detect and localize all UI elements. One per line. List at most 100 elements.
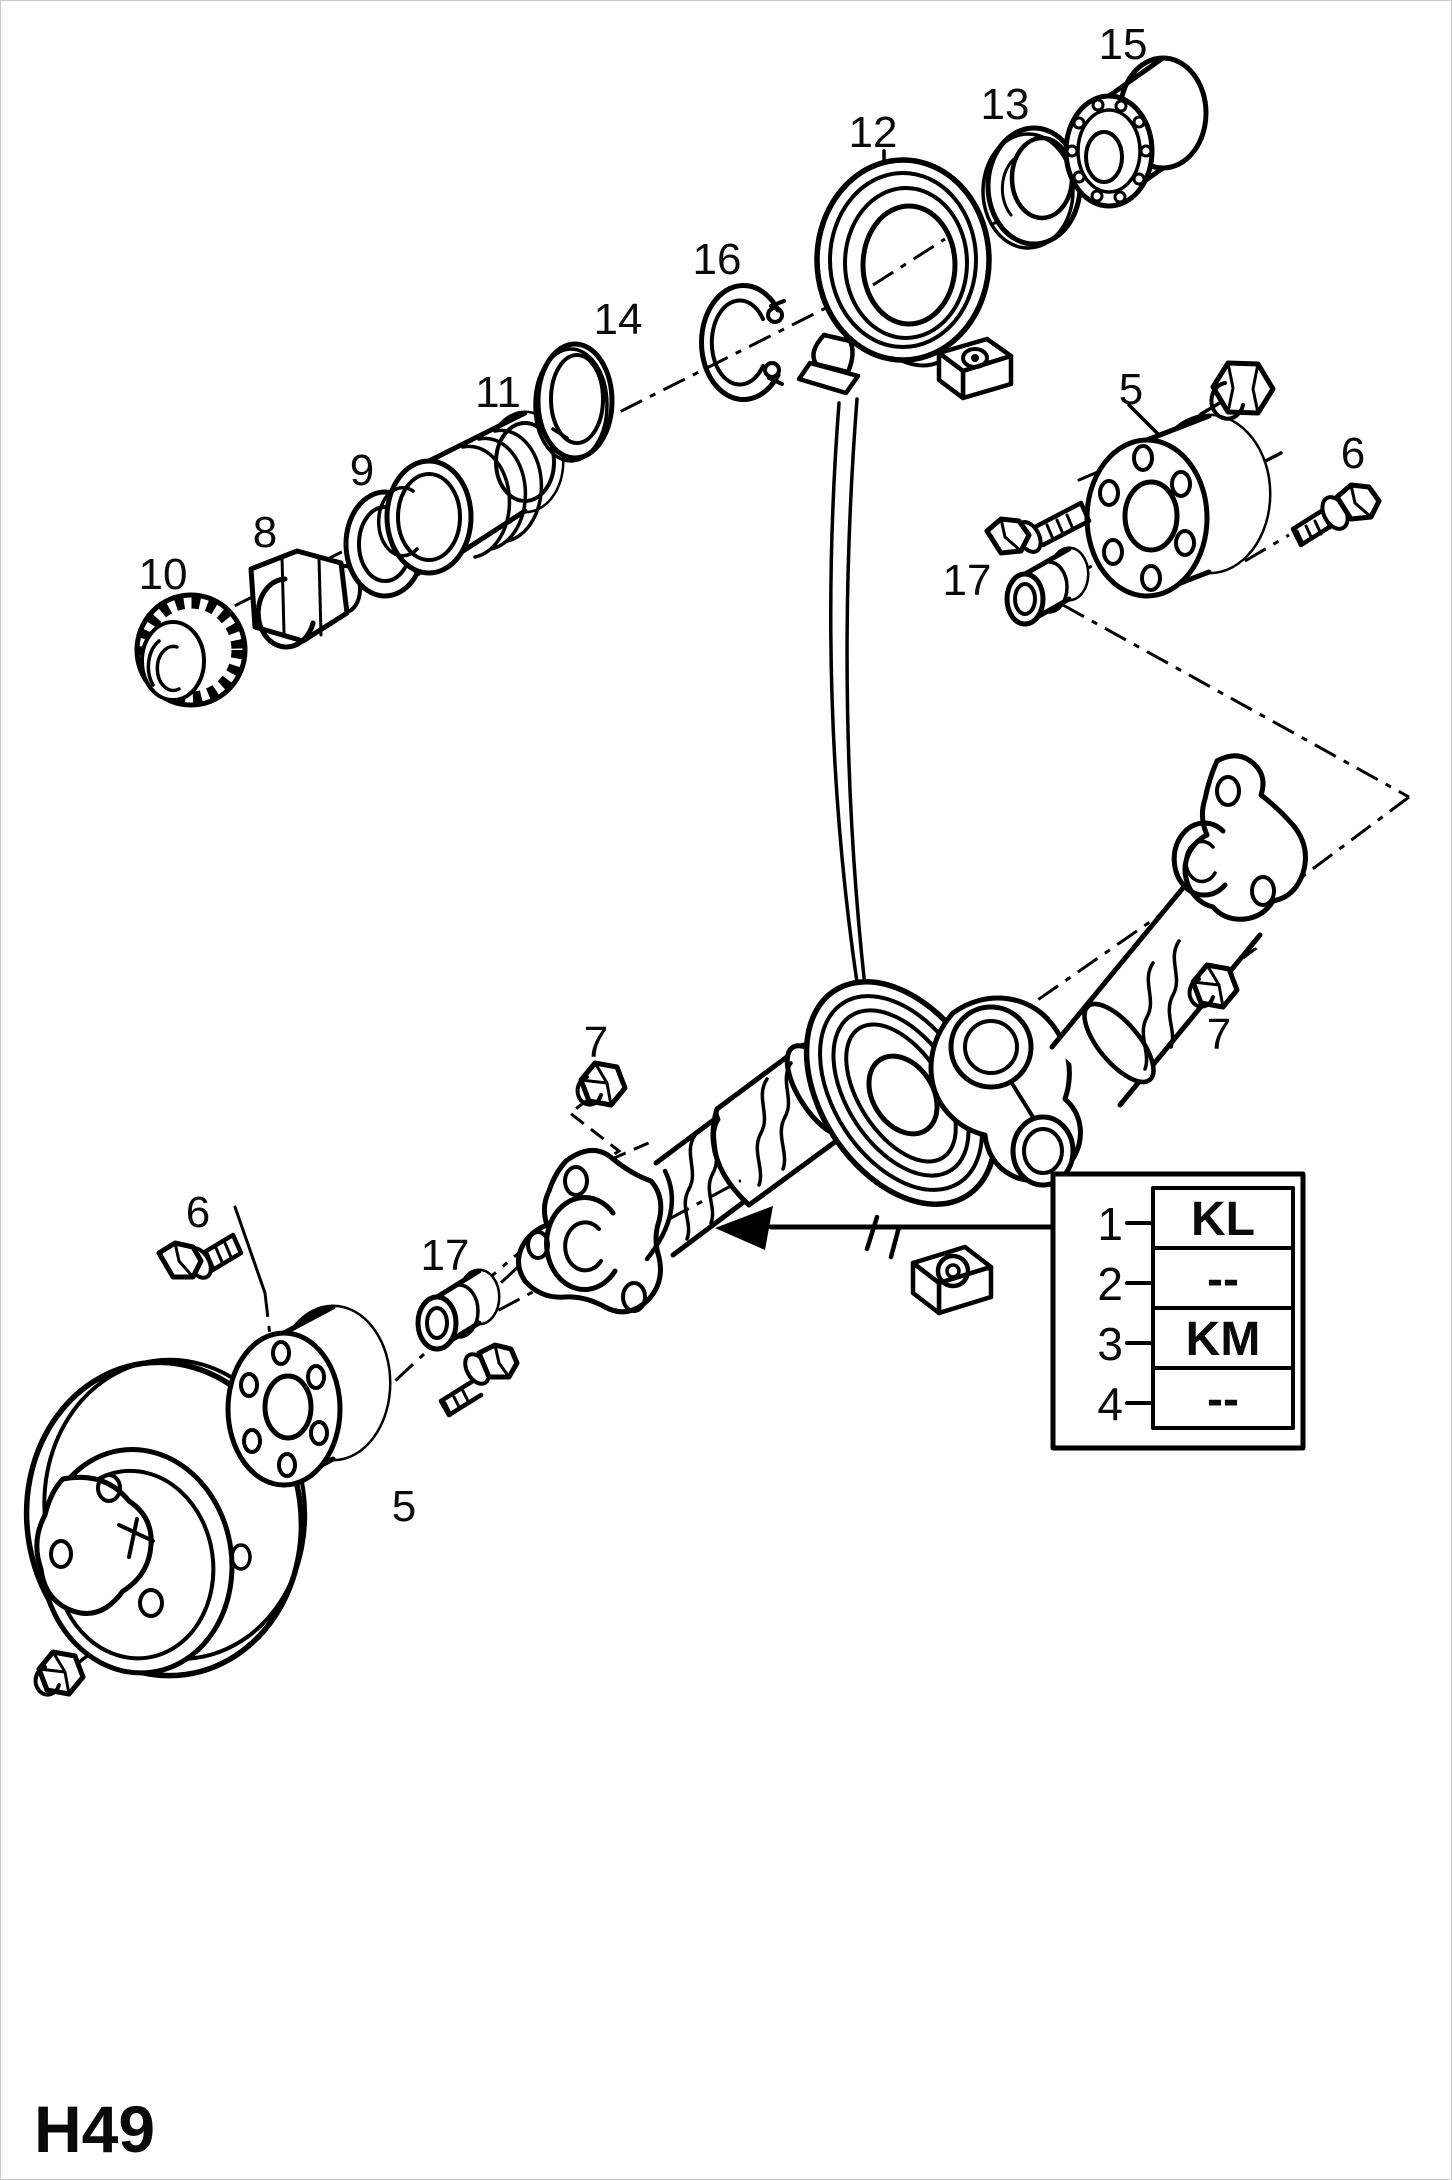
part-callout-15-0: 15: [1099, 20, 1148, 69]
circlip-lug-hole-a: [766, 306, 784, 324]
part-6-bolt-bottom-drawing: [156, 1232, 244, 1280]
part-10-gear-drawing: [134, 592, 248, 708]
part-5-flange-bottom-drawing: [225, 1304, 392, 1488]
gear-face: [140, 620, 206, 702]
flangeB-front: [225, 1330, 343, 1488]
bushing-top-band: [1047, 560, 1069, 614]
flange-centre-hole: [1122, 479, 1180, 553]
boltBR-shaft: [438, 1378, 484, 1418]
housing-foot-left: [796, 360, 861, 396]
legend-row-code-3: KM: [1186, 1313, 1261, 1366]
flangeB-centre-hole: [262, 1373, 314, 1441]
label6-bottom-leader: [233, 1205, 267, 1295]
part-13-seal-drawing: [981, 125, 1083, 250]
tube3-wave-b: [1167, 939, 1181, 1049]
nut7L-facets: [579, 1061, 613, 1107]
legend-arrow-head: [715, 1206, 773, 1250]
flange-bolt-holes: [1098, 444, 1196, 592]
seal-arc: [1000, 157, 1016, 217]
part-5-flange-top-drawing: [1084, 413, 1272, 599]
left-plate-centre-opening: [544, 1194, 618, 1292]
legend-number-ticks: [1125, 1221, 1155, 1405]
flange-nut-top-drawing: [1209, 360, 1276, 421]
bushingB-band: [457, 1283, 480, 1339]
boltL-head: [984, 516, 1032, 556]
bolt-bottom-right-drawing: [438, 1342, 520, 1418]
sleeve-flange-inner: [494, 421, 556, 503]
drum-cavity: [34, 1474, 154, 1616]
part-callout-5-16: 5: [392, 1482, 416, 1531]
ring14-edge2: [533, 347, 609, 463]
circlip-inner: [709, 298, 765, 387]
part-7-nut-left-drawing: [575, 1060, 628, 1108]
housing-bore: [860, 203, 958, 327]
left-collar: [644, 1168, 675, 1262]
part-callout-7-12: 7: [584, 1018, 608, 1067]
boltL-shaft: [1032, 500, 1092, 548]
drum-face-hole-b: [230, 1543, 252, 1571]
legend-row-number-3: 3: [1097, 1318, 1123, 1370]
nut8-bore: [255, 576, 316, 650]
part-callout-5-9: 5: [1119, 365, 1143, 414]
part-callout-9-6: 9: [350, 446, 374, 495]
nut8-hex: [248, 548, 350, 644]
bolt6-threads: [1295, 513, 1332, 546]
legend-row-code-1: KL: [1191, 1193, 1255, 1246]
legend-row-number-4: 4: [1097, 1378, 1123, 1430]
legend-row-number-1: 1: [1097, 1198, 1123, 1250]
seal-edge2: [981, 132, 1075, 250]
nut7R-washer: [1187, 977, 1215, 1009]
part-callout-16-3: 16: [693, 235, 742, 284]
bushingB-bore: [425, 1306, 449, 1340]
centre-mount-hub: [866, 1053, 940, 1137]
mount-bolt: [945, 1263, 961, 1279]
drum-hole-left: [49, 1539, 73, 1569]
bushing-top-face: [1004, 571, 1046, 627]
part-callout-11-5: 11: [475, 368, 521, 417]
bearing-bore: [1084, 130, 1124, 184]
housing-ring2: [828, 171, 978, 349]
legend-row-dividers: [1151, 1246, 1295, 1370]
pedestal-washer: [961, 347, 989, 369]
nut7R-facets: [1191, 963, 1225, 1009]
part-callout-17-11: 17: [943, 556, 992, 605]
part-callout-6-14: 6: [186, 1188, 210, 1237]
ujoint-cross-line: [1011, 1083, 1035, 1119]
ujoint-eye-small-inner: [1022, 1127, 1064, 1175]
drum-cross-mark: [117, 1517, 155, 1559]
circlip-lug-stubs: [767, 299, 786, 386]
legend-row-code-2: --: [1207, 1253, 1239, 1306]
part-17-bushing-top-drawing: [1004, 546, 1090, 627]
mount-pad-side: [910, 1260, 942, 1316]
left-plate-spigot: [563, 1220, 603, 1273]
part-15-bearing-drawing: [1063, 55, 1209, 209]
ujoint-eye-big-inner: [963, 1019, 1019, 1075]
part-callout-6-10: 6: [1341, 429, 1365, 478]
nutBL-facets: [37, 1650, 71, 1696]
flangeB-bolt-holes: [239, 1340, 329, 1478]
part-17-bushing-bottom-drawing: [415, 1268, 501, 1352]
part-6-bolt-top-right-drawing: [1290, 482, 1382, 548]
tube2-wave-b: [779, 1061, 793, 1171]
label5-tick-top: [1127, 403, 1161, 437]
part12-pointer-line-b: [845, 397, 875, 1055]
bolt6B-shaft: [200, 1232, 244, 1274]
zigzag-link-1: [1062, 603, 1410, 799]
right-plate-hole-bottom: [1250, 875, 1276, 907]
flexible-coupling-drum-drawing: [23, 1357, 308, 1679]
ring14-inner: [549, 353, 605, 445]
shaft-right-flange-plate: [1182, 753, 1308, 922]
bolt6B-head-facet: [173, 1241, 195, 1279]
pedestal-side: [936, 350, 966, 401]
nut7-left-link: [567, 1097, 654, 1167]
part-8-nut-drawing: [248, 548, 362, 650]
ujoint-eye-big: [948, 1004, 1034, 1090]
bearing-balls: [1065, 98, 1153, 204]
legend-outer-box: [1050, 1171, 1306, 1451]
bolt-top-left-drawing: [984, 500, 1092, 556]
drum-hole-bottom: [138, 1588, 164, 1618]
gear-face-arc: [146, 639, 161, 687]
boltBR-head-facet: [493, 1343, 511, 1379]
part-callout-12-2: 12: [849, 108, 898, 157]
boltBR-threads: [443, 1389, 471, 1417]
